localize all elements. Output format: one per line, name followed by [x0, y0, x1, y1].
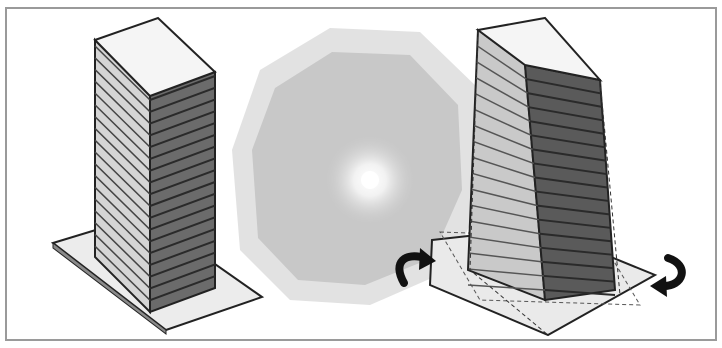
center-spot	[361, 171, 379, 189]
